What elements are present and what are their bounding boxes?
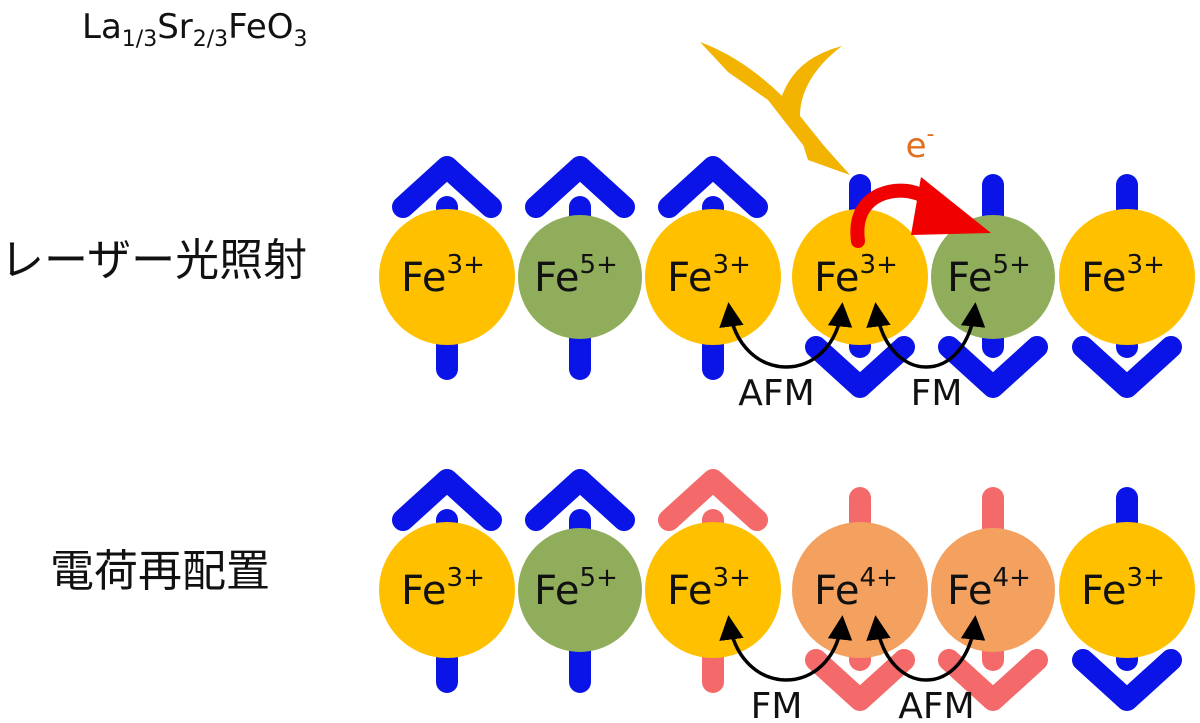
ion-element: Fe: [1081, 568, 1126, 614]
fe-site: Fe3+: [1059, 209, 1195, 345]
formula-subscript: 2/3: [193, 27, 228, 52]
fe-site: Fe5+: [518, 215, 642, 339]
coupling-arrow: [719, 302, 853, 369]
ion-charge: 3+: [1127, 250, 1165, 280]
fe-site: Fe3+: [379, 209, 515, 345]
ion-element: Fe: [947, 255, 992, 301]
laser-lightning-icon: [700, 42, 850, 175]
ion-element: Fe: [947, 568, 992, 614]
ion-sphere: [1059, 209, 1195, 345]
formula-subscript: 3: [294, 27, 308, 52]
ion-label: Fe3+: [814, 250, 898, 301]
fe-site: Fe3+: [379, 522, 515, 658]
ion-charge: 3+: [1127, 563, 1165, 593]
ion-element: Fe: [534, 255, 579, 301]
fe-site: Fe5+: [518, 528, 642, 652]
ion-charge: 3+: [713, 563, 751, 593]
ion-label: Fe4+: [947, 563, 1031, 614]
row-label: 電荷再配置: [50, 546, 270, 597]
ion-label: Fe3+: [667, 250, 751, 301]
fe-site: Fe3+: [645, 209, 781, 345]
ion-element: Fe: [401, 568, 446, 614]
coupling-label: AFM: [738, 373, 814, 414]
formula-part: La: [82, 7, 122, 47]
ion-label: Fe3+: [1081, 250, 1165, 301]
ion-label: Fe5+: [534, 250, 618, 301]
row-label: レーザー光照射: [0, 235, 307, 286]
ion-label: Fe5+: [534, 563, 618, 614]
ion-charge: 3+: [447, 563, 485, 593]
ion-label: Fe3+: [401, 250, 485, 301]
ion-sphere: [518, 215, 642, 339]
ion-sphere: [518, 528, 642, 652]
ion-charge: 3+: [860, 250, 898, 280]
ion-element: Fe: [534, 568, 579, 614]
ion-charge: 4+: [860, 563, 898, 593]
fe-site: Fe4+: [792, 522, 928, 658]
fe-site: Fe3+: [1059, 522, 1195, 658]
ion-element: Fe: [814, 255, 859, 301]
ion-sphere: [379, 522, 515, 658]
ion-element: Fe: [667, 255, 712, 301]
coupling-arrow: [866, 302, 986, 369]
fe-site: Fe3+: [645, 522, 781, 658]
ion-sphere: [1059, 522, 1195, 658]
ion-label: Fe3+: [667, 563, 751, 614]
formula-part: FeO: [228, 7, 293, 47]
fe-site: Fe4+: [931, 528, 1055, 652]
coupling-label: AFM: [898, 686, 974, 723]
ion-charge: 3+: [713, 250, 751, 280]
ion-element: Fe: [1081, 255, 1126, 301]
coupling-label: FM: [751, 686, 803, 723]
ion-sphere: [379, 209, 515, 345]
ion-charge: 4+: [993, 563, 1031, 593]
ion-element: Fe: [401, 255, 446, 301]
ion-element: Fe: [667, 568, 712, 614]
ion-label: Fe5+: [947, 250, 1031, 301]
ion-charge: 3+: [447, 250, 485, 280]
formula-subscript: 1/3: [122, 27, 157, 52]
compound-formula: La1/3Sr2/3FeO3: [82, 7, 308, 52]
ion-element: Fe: [814, 568, 859, 614]
ion-charge: 5+: [580, 250, 618, 280]
coupling-arrow: [719, 615, 853, 682]
ion-charge: 5+: [993, 250, 1031, 280]
coupling-label: FM: [911, 373, 963, 414]
formula-part: Sr: [157, 7, 193, 47]
coupling-arrow: [866, 615, 986, 682]
ion-label: Fe4+: [814, 563, 898, 614]
electron-transfer-arrow: [850, 177, 991, 248]
ion-label: Fe3+: [1081, 563, 1165, 614]
ion-charge: 5+: [580, 563, 618, 593]
ion-label: Fe3+: [401, 563, 485, 614]
electron-label: e-: [906, 122, 935, 166]
